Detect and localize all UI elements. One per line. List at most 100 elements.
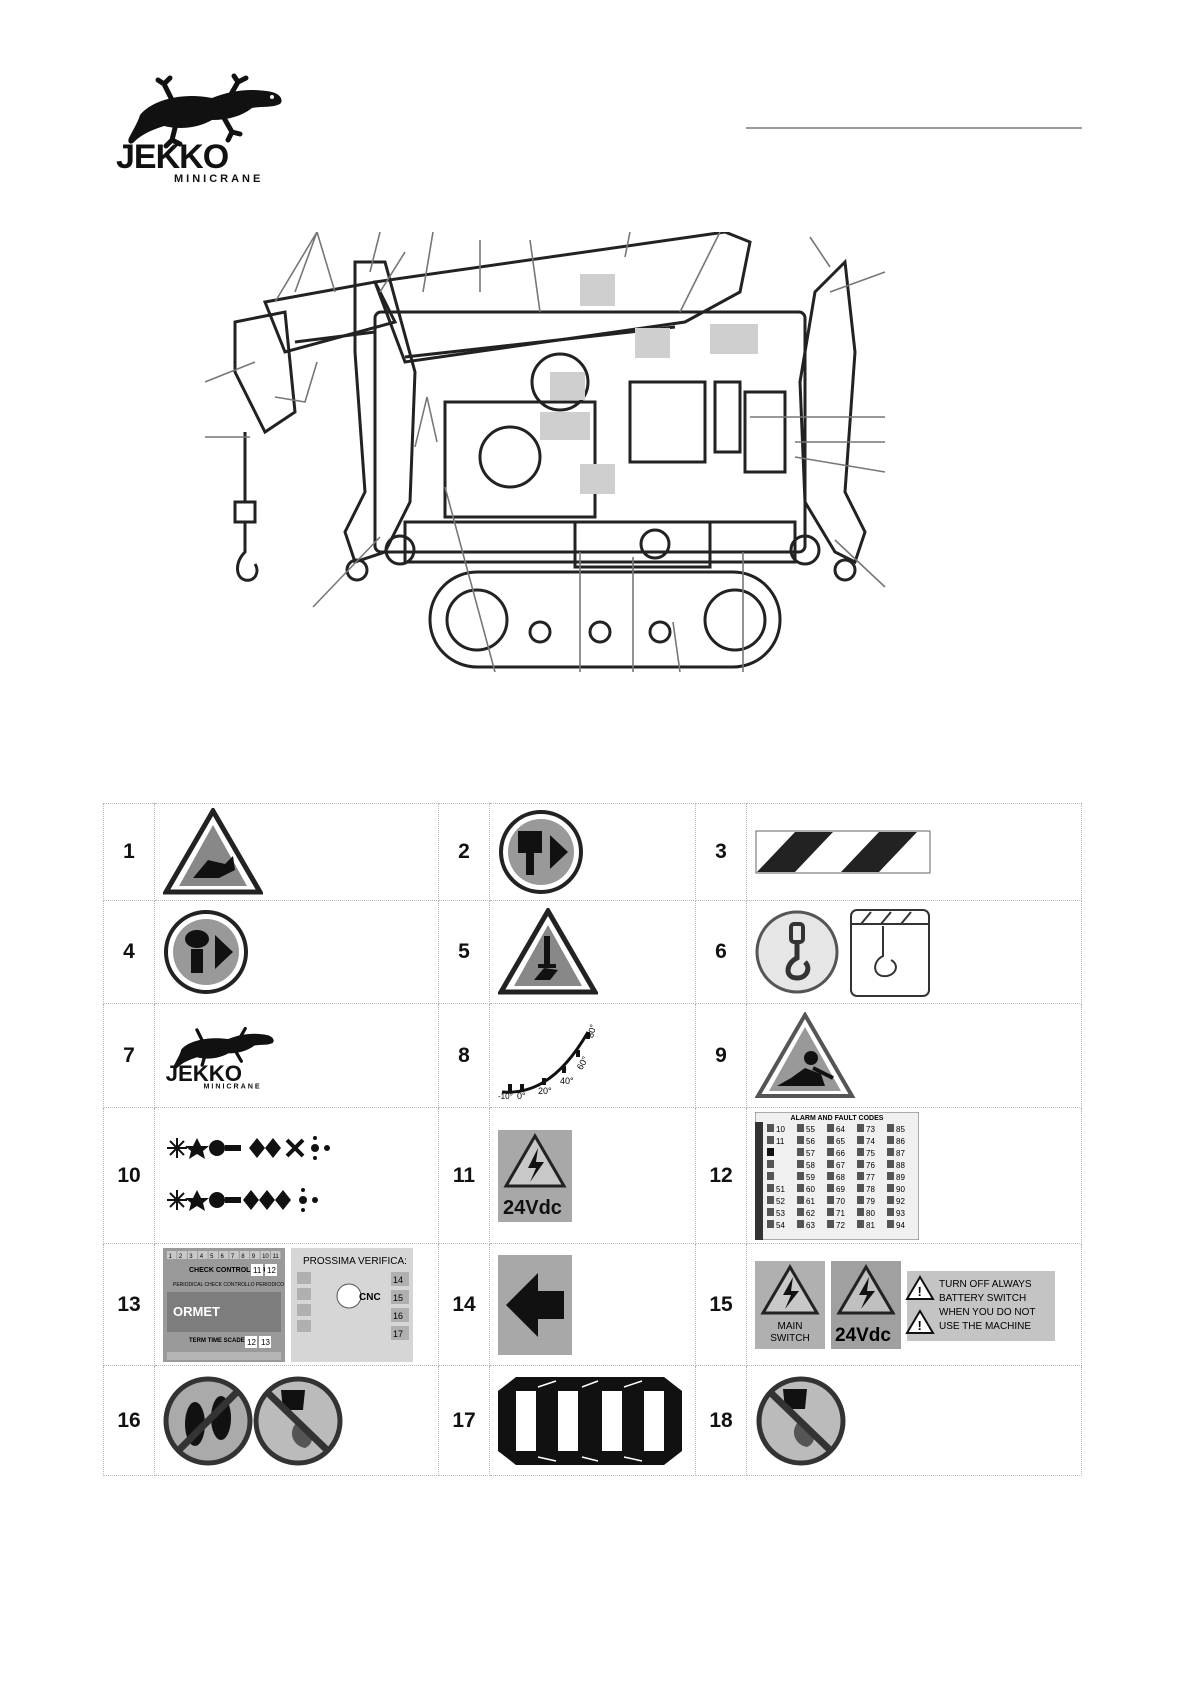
month-cell: 5 bbox=[210, 1254, 214, 1260]
decal-number: 12 bbox=[695, 1107, 747, 1244]
alarm-symbol-icon bbox=[827, 1171, 834, 1180]
hand-crush-warning-icon bbox=[163, 808, 263, 895]
month-cell: 10 bbox=[262, 1254, 269, 1260]
alarm-code: 92 bbox=[896, 1197, 905, 1206]
alarm-code: 58 bbox=[806, 1161, 815, 1170]
brand-tagline: MINICRANE bbox=[174, 173, 263, 185]
month-cell-box bbox=[260, 1250, 270, 1259]
decal-number: 5 bbox=[438, 900, 490, 1004]
alarm-symbol-icon bbox=[887, 1171, 894, 1180]
month-cell: 4 bbox=[200, 1254, 204, 1260]
decal-number: 17 bbox=[438, 1365, 490, 1476]
voltage-label: 24Vdc bbox=[503, 1197, 562, 1219]
table-row: 1 2 3 bbox=[103, 803, 1082, 901]
alarm-code: 94 bbox=[896, 1221, 905, 1230]
brand-name: JEKKO bbox=[116, 138, 229, 176]
angle-label: 0° bbox=[517, 1091, 526, 1100]
alarm-symbol-icon bbox=[887, 1159, 894, 1168]
alarm-symbol-icon bbox=[887, 1183, 894, 1192]
crane-outline-strip-icon bbox=[498, 1376, 682, 1465]
month-cell-box bbox=[250, 1250, 260, 1259]
alarm-code: 61 bbox=[806, 1197, 815, 1206]
alarm-code: 69 bbox=[836, 1185, 845, 1194]
person-crush-warning-icon bbox=[755, 1011, 855, 1098]
alarm-code: 66 bbox=[836, 1149, 845, 1158]
alarm-symbol-icon bbox=[797, 1183, 804, 1192]
alarm-code: 89 bbox=[896, 1173, 905, 1182]
table-row: 10 11 bbox=[103, 1107, 1082, 1244]
alarm-code: 54 bbox=[776, 1221, 785, 1230]
alarm-code: 51 bbox=[776, 1185, 785, 1194]
month-cell: 3 bbox=[189, 1254, 193, 1260]
alarm-symbol-icon bbox=[887, 1123, 894, 1132]
alarm-code: 77 bbox=[866, 1173, 875, 1182]
alarm-code: 65 bbox=[836, 1137, 845, 1146]
month-cell-box bbox=[219, 1250, 229, 1259]
year-cell: 12 bbox=[247, 1338, 256, 1347]
decal-number: 16 bbox=[103, 1365, 155, 1476]
alarm-code: 56 bbox=[806, 1137, 815, 1146]
alarm-code: 79 bbox=[866, 1197, 875, 1206]
alarm-code: 10 bbox=[776, 1125, 785, 1134]
alarm-code: 11 bbox=[776, 1137, 785, 1146]
alarm-code: 62 bbox=[806, 1209, 815, 1218]
alarm-code: 87 bbox=[896, 1149, 905, 1158]
decal-number: 10 bbox=[103, 1107, 155, 1244]
term-label: TERM TIME SCADENZA bbox=[189, 1338, 258, 1344]
alarm-symbol-icon bbox=[797, 1159, 804, 1168]
alarm-symbol-icon bbox=[887, 1207, 894, 1216]
alarm-symbol-icon bbox=[797, 1207, 804, 1216]
angle-label: 80° bbox=[585, 1022, 598, 1038]
decal-number: 11 bbox=[438, 1107, 490, 1244]
foot-crush-warning-icon bbox=[498, 908, 598, 995]
header-rule bbox=[746, 127, 1082, 129]
alarm-symbol-icon bbox=[797, 1135, 804, 1144]
alarm-symbol-icon bbox=[767, 1159, 774, 1168]
alarm-symbol-icon bbox=[857, 1171, 864, 1180]
alarm-code: 52 bbox=[776, 1197, 785, 1206]
alarm-code: 64 bbox=[836, 1125, 845, 1134]
alarm-code: 80 bbox=[866, 1209, 875, 1218]
hazard-stripes-icon bbox=[755, 830, 931, 874]
month-cell: 9 bbox=[252, 1254, 256, 1260]
exclamation-icon: ! bbox=[918, 1284, 922, 1299]
decal-table: 1 2 3 4 bbox=[103, 803, 1082, 1476]
alarm-symbol-icon bbox=[857, 1159, 864, 1168]
alarm-symbol-icon bbox=[767, 1207, 774, 1216]
no-pressure-washing-icon bbox=[756, 1376, 846, 1465]
alarm-symbol-icon bbox=[827, 1207, 834, 1216]
year-cell: 11 bbox=[253, 1266, 262, 1275]
angle-label: -10° bbox=[498, 1092, 513, 1100]
alarm-symbol-icon bbox=[797, 1123, 804, 1132]
battery-notice-line: BATTERY SWITCH bbox=[939, 1293, 1026, 1304]
month-cell: 7 bbox=[231, 1254, 235, 1260]
alarm-symbol-icon bbox=[887, 1147, 894, 1156]
ormet-brand: ORMET bbox=[173, 1304, 220, 1319]
no-walking-no-washing-icon bbox=[163, 1376, 343, 1465]
decal-number: 14 bbox=[438, 1243, 490, 1366]
alarm-code: 86 bbox=[896, 1137, 905, 1146]
alarm-symbol-icon bbox=[827, 1195, 834, 1204]
alarm-symbol-icon bbox=[767, 1123, 774, 1132]
decal-brand-name: JEKKO bbox=[166, 1060, 242, 1085]
year-cell: 12 bbox=[267, 1266, 276, 1275]
battery-notice-line: WHEN YOU DO NOT bbox=[939, 1307, 1035, 1318]
alarm-code: 60 bbox=[806, 1185, 815, 1194]
alarm-code: 75 bbox=[866, 1149, 875, 1158]
alarm-table-title: ALARM AND FAULT CODES bbox=[791, 1115, 884, 1122]
exclamation-icon: ! bbox=[918, 1318, 922, 1333]
alarm-code: 53 bbox=[776, 1209, 785, 1218]
table-row: 16 17 bbox=[103, 1365, 1082, 1476]
alarm-symbol-icon bbox=[827, 1135, 834, 1144]
angle-label: 40° bbox=[560, 1076, 574, 1086]
next-inspection-title: PROSSIMA VERIFICA: bbox=[303, 1256, 407, 1267]
alarm-symbol-icon bbox=[767, 1219, 774, 1228]
month-cell-box bbox=[229, 1250, 239, 1259]
alarm-symbol-icon bbox=[797, 1147, 804, 1156]
alarm-symbol-icon bbox=[857, 1147, 864, 1156]
alarm-code: 71 bbox=[836, 1209, 845, 1218]
check-title: CHECK CONTROLLATO bbox=[189, 1267, 269, 1274]
oil-lubrication-icon bbox=[164, 910, 248, 994]
